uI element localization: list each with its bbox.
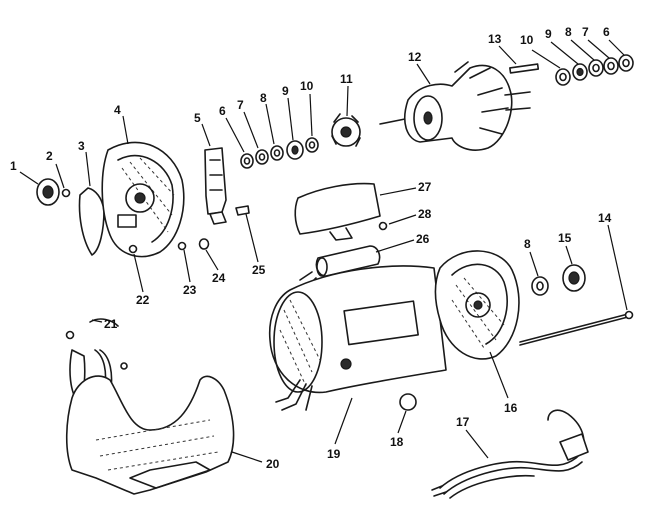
callout-9-left: 9 bbox=[282, 84, 289, 98]
part-26-capacitor bbox=[299, 245, 381, 289]
callout-3: 3 bbox=[78, 139, 85, 153]
callout-4: 4 bbox=[114, 103, 121, 117]
part-2-screw bbox=[61, 188, 71, 198]
part-27-capacitor-cover bbox=[294, 182, 381, 241]
part-6-washer-left bbox=[240, 153, 254, 169]
callout-21: 21 bbox=[104, 317, 118, 331]
part-13-key bbox=[509, 63, 540, 74]
callout-25: 25 bbox=[252, 263, 266, 277]
callout-5: 5 bbox=[194, 111, 201, 125]
part-17-power-cord bbox=[431, 409, 589, 499]
callout-14: 14 bbox=[598, 211, 612, 225]
part-24-nut bbox=[198, 238, 210, 250]
part-1-washer bbox=[36, 178, 60, 206]
callout-7-left: 7 bbox=[237, 98, 244, 112]
callout-22: 22 bbox=[136, 293, 150, 307]
part-15-bearing bbox=[562, 264, 586, 292]
callout-10-left: 10 bbox=[300, 79, 314, 93]
part-7-washer-left bbox=[255, 149, 269, 165]
part-19-stator-frame bbox=[268, 265, 447, 411]
part-20-base bbox=[65, 375, 235, 495]
callout-6-left: 6 bbox=[219, 104, 226, 118]
leader-lines bbox=[19, 39, 628, 463]
callout-28: 28 bbox=[418, 207, 432, 221]
part-12-rotor bbox=[379, 61, 531, 151]
part-9-washer-right bbox=[572, 63, 588, 81]
part-6-washer-right bbox=[618, 54, 634, 72]
part-25-terminal bbox=[235, 205, 250, 216]
callout-2: 2 bbox=[46, 149, 53, 163]
callout-19: 19 bbox=[327, 447, 341, 461]
callout-20: 20 bbox=[266, 457, 280, 471]
callout-9-right: 9 bbox=[545, 27, 552, 41]
callout-17: 17 bbox=[456, 415, 470, 429]
part-11-centrifugal-mechanism bbox=[331, 113, 361, 147]
part-10-washer-left bbox=[305, 137, 319, 153]
part-9-washer-left bbox=[286, 140, 304, 160]
part-22-screw bbox=[128, 244, 138, 254]
callout-8-mid: 8 bbox=[524, 237, 531, 251]
callout-labels: 1 2 3 4 5 6 7 8 9 10 11 12 13 10 9 8 7 6… bbox=[10, 25, 612, 471]
part-23-screw bbox=[177, 241, 187, 251]
callout-26: 26 bbox=[416, 232, 430, 246]
callout-8-right: 8 bbox=[565, 25, 572, 39]
part-10-washer-right bbox=[555, 68, 571, 86]
part-4-end-bell bbox=[101, 141, 185, 258]
callout-11: 11 bbox=[340, 72, 353, 86]
part-5-switch-bracket bbox=[204, 147, 227, 225]
callout-15: 15 bbox=[558, 231, 572, 245]
callout-6-right: 6 bbox=[603, 25, 610, 39]
part-18-plug bbox=[399, 393, 417, 411]
callout-23: 23 bbox=[183, 283, 197, 297]
callout-16: 16 bbox=[504, 401, 518, 415]
callout-1: 1 bbox=[10, 159, 17, 173]
part-3-cover bbox=[78, 187, 105, 256]
part-28-screw bbox=[378, 221, 388, 231]
callout-7-right: 7 bbox=[582, 25, 589, 39]
part-8-washer-mid bbox=[531, 276, 549, 296]
callout-27: 27 bbox=[418, 180, 432, 194]
part-16-end-shield bbox=[434, 250, 520, 360]
callout-8-left: 8 bbox=[260, 91, 267, 105]
callout-18: 18 bbox=[390, 435, 404, 449]
part-8-washer-right bbox=[588, 59, 604, 77]
part-14-through-bolt bbox=[519, 310, 634, 346]
part-7-washer-right bbox=[603, 57, 619, 75]
part-8-washer-left bbox=[270, 145, 284, 161]
callout-12: 12 bbox=[408, 50, 422, 64]
callout-24: 24 bbox=[212, 271, 226, 285]
callout-13: 13 bbox=[488, 32, 502, 46]
callout-10-right: 10 bbox=[520, 33, 534, 47]
